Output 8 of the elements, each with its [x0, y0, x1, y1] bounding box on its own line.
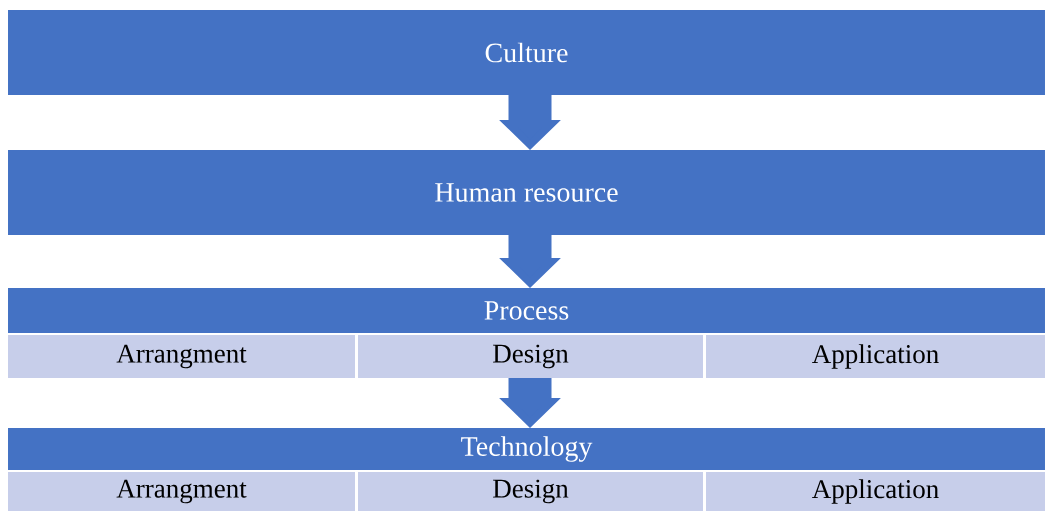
table-cell: Design: [358, 335, 703, 378]
band: Culture: [8, 10, 1045, 95]
table-cell: Application: [706, 472, 1045, 511]
band: Technology: [8, 428, 1045, 470]
table-cell: Design: [358, 472, 703, 511]
table-cell: Application: [706, 335, 1045, 378]
table-cell: Arrangment: [8, 335, 355, 378]
table-cell: Arrangment: [8, 472, 355, 511]
